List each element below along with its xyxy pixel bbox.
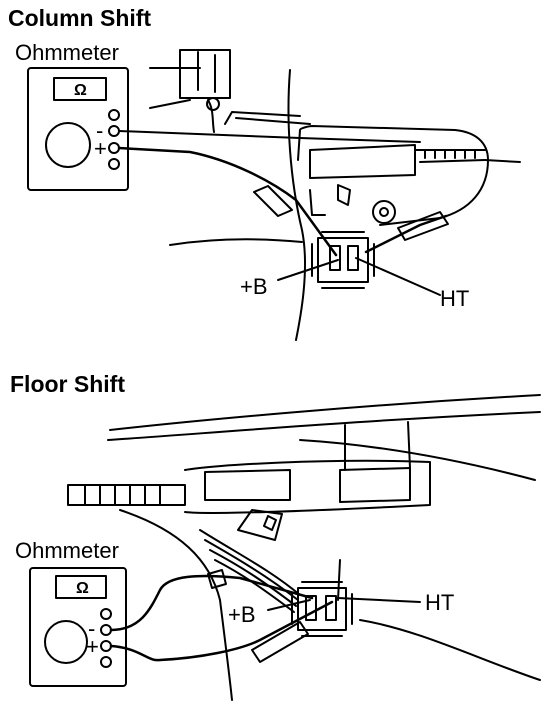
column-callout-b: +B: [240, 274, 268, 299]
column-connector: [311, 231, 375, 289]
column-callout-ht: HT: [440, 286, 469, 311]
floor-callout-b: +B: [228, 602, 256, 627]
floor-ohmmeter-label: Ohmmeter: [15, 538, 119, 563]
floor-terminal-minus: -: [88, 616, 95, 641]
column-ohm-symbol: Ω: [74, 82, 87, 99]
floor-leads: [109, 569, 334, 663]
column-terminal-plus: +: [94, 136, 107, 161]
column-terminal-minus: -: [96, 118, 103, 143]
dashboard-structure: [67, 394, 541, 701]
floor-terminal-plus: +: [86, 634, 99, 659]
column-ohmmeter-label: Ohmmeter: [15, 40, 119, 65]
floor-connector: [291, 581, 353, 637]
steering-column: [149, 49, 521, 341]
column-ohmmeter: [27, 67, 129, 191]
floor-shift-heading: Floor Shift: [10, 371, 125, 397]
floor-callout-ht: HT: [425, 590, 454, 615]
floor-ohm-symbol: Ω: [76, 580, 89, 597]
column-shift-heading: Column Shift: [8, 5, 151, 31]
floor-callout-b-leader: [267, 599, 311, 611]
column-callout-ht-leader: [355, 257, 441, 296]
column-leads: [117, 111, 449, 257]
column-callout-b-leader: [277, 259, 339, 281]
floor-callout-ht-leader: [337, 597, 421, 603]
